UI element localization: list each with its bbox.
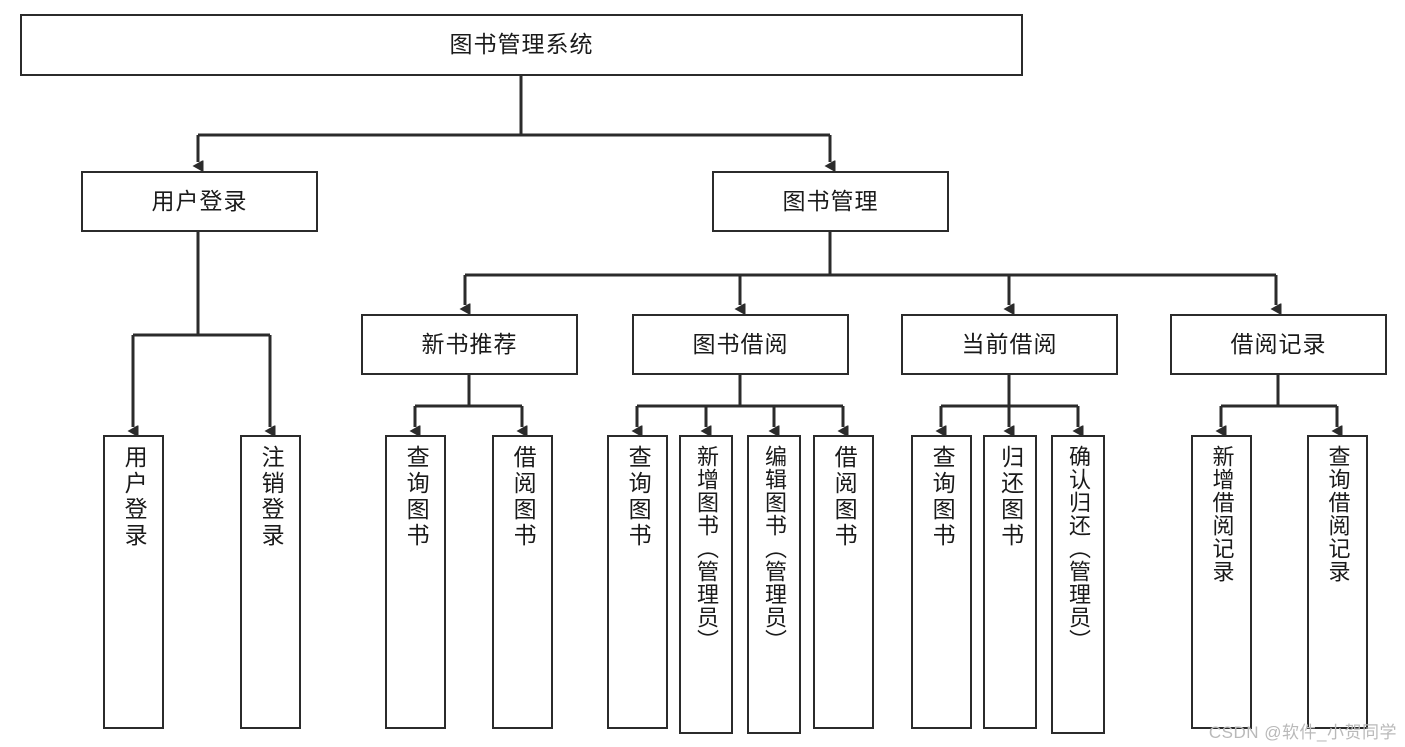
node-leaf-logout-login-label: 注销登录 (258, 445, 285, 549)
node-leaf-query-book-3[interactable]: 查询图书 (911, 435, 972, 729)
node-book-manage[interactable]: 图书管理 (712, 171, 949, 232)
node-leaf-add-record-label: 新增借阅记录 (1209, 445, 1235, 583)
node-borrow-record[interactable]: 借阅记录 (1170, 314, 1387, 375)
node-leaf-confirm-return-label: 确认归还（管理员） (1065, 445, 1091, 652)
node-book-borrow[interactable]: 图书借阅 (632, 314, 849, 375)
node-current-borrow-label: 当前借阅 (961, 330, 1058, 357)
node-new-book-recommend-label: 新书推荐 (421, 330, 518, 357)
node-leaf-add-book[interactable]: 新增图书（管理员） (679, 435, 733, 734)
node-book-manage-label: 图书管理 (782, 187, 879, 214)
node-root[interactable]: 图书管理系统 (20, 14, 1023, 76)
node-leaf-return-book[interactable]: 归还图书 (983, 435, 1037, 729)
node-leaf-user-login-label: 用户登录 (121, 445, 148, 549)
node-leaf-query-book-2[interactable]: 查询图书 (607, 435, 668, 729)
node-leaf-borrow-book-2[interactable]: 借阅图书 (813, 435, 874, 729)
node-user-login-label: 用户登录 (151, 187, 248, 214)
node-leaf-add-book-label: 新增图书（管理员） (693, 445, 719, 652)
node-borrow-record-label: 借阅记录 (1230, 330, 1327, 357)
node-leaf-borrow-book-1[interactable]: 借阅图书 (492, 435, 553, 729)
node-leaf-confirm-return[interactable]: 确认归还（管理员） (1051, 435, 1105, 734)
node-leaf-query-book-1[interactable]: 查询图书 (385, 435, 446, 729)
node-leaf-edit-book[interactable]: 编辑图书（管理员） (747, 435, 801, 734)
node-leaf-return-book-label: 归还图书 (997, 445, 1024, 549)
node-leaf-query-record[interactable]: 查询借阅记录 (1307, 435, 1368, 729)
node-new-book-recommend[interactable]: 新书推荐 (361, 314, 578, 375)
node-user-login[interactable]: 用户登录 (81, 171, 318, 232)
node-leaf-query-book-2-label: 查询图书 (625, 445, 652, 549)
node-leaf-add-record[interactable]: 新增借阅记录 (1191, 435, 1252, 729)
node-leaf-logout-login[interactable]: 注销登录 (240, 435, 301, 729)
node-leaf-edit-book-label: 编辑图书（管理员） (761, 445, 787, 652)
node-leaf-query-book-1-label: 查询图书 (403, 445, 430, 549)
watermark: CSDN @软件_小贺同学 (1208, 723, 1397, 742)
node-current-borrow[interactable]: 当前借阅 (901, 314, 1118, 375)
node-leaf-query-book-3-label: 查询图书 (929, 445, 956, 549)
node-leaf-user-login[interactable]: 用户登录 (103, 435, 164, 729)
node-leaf-borrow-book-2-label: 借阅图书 (831, 445, 858, 549)
node-leaf-borrow-book-1-label: 借阅图书 (510, 445, 537, 549)
node-root-label: 图书管理系统 (449, 31, 594, 58)
node-book-borrow-label: 图书借阅 (692, 330, 789, 357)
node-leaf-query-record-label: 查询借阅记录 (1325, 445, 1351, 583)
